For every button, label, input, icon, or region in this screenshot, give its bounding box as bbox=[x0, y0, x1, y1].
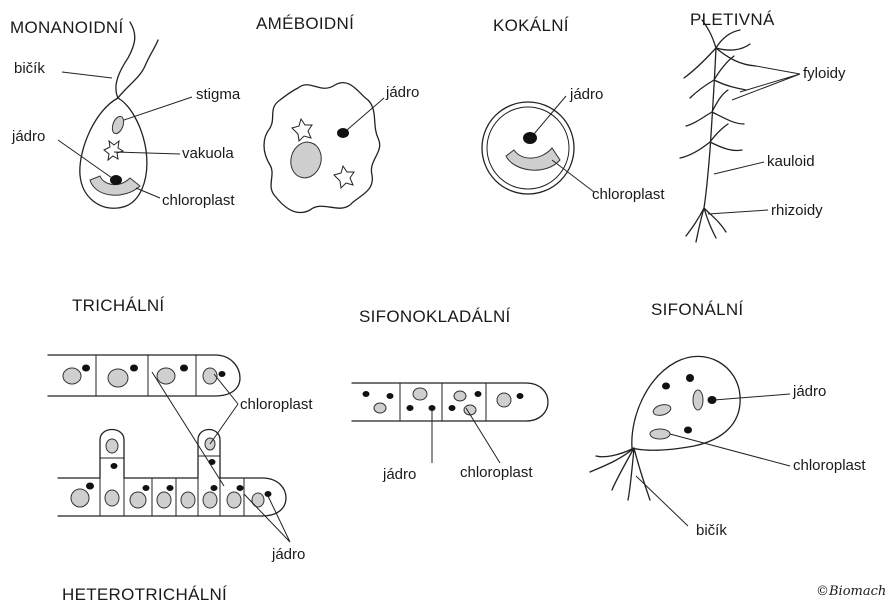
chloroplast-shape bbox=[506, 148, 560, 170]
copyright-signature: ©Biomach bbox=[816, 584, 886, 599]
label-ameboidni-jadro: jádro bbox=[386, 84, 419, 101]
ameboidni-cell bbox=[264, 83, 384, 213]
flagellum-2 bbox=[118, 40, 158, 98]
label-monanoidni-stigma: stigma bbox=[196, 86, 240, 103]
label-sifonalni-jadro: jádro bbox=[793, 383, 826, 400]
monanoidni-cell bbox=[58, 22, 192, 208]
label-sifonokladalni-jadro: jádro bbox=[383, 466, 416, 483]
label-kokalni-chloroplast: chloroplast bbox=[592, 186, 665, 203]
title-trichalni: TRICHÁLNÍ bbox=[72, 296, 164, 316]
label-pletivna-rhizoidy: rhizoidy bbox=[771, 202, 823, 219]
kokalni-cell bbox=[482, 96, 594, 194]
label-sifonokladalni-chloroplast: chloroplast bbox=[460, 464, 533, 481]
title-monanoidni: MONANOIDNÍ bbox=[10, 18, 124, 38]
vacuole-shape-2 bbox=[334, 166, 354, 188]
label-pletivna-fyloidy: fyloidy bbox=[803, 65, 846, 82]
title-kokalni: KOKÁLNÍ bbox=[493, 16, 569, 36]
vacuole-shape bbox=[292, 119, 312, 141]
title-pletivna: PLETIVNÁ bbox=[690, 10, 775, 30]
title-sifonokladalni: SIFONOKLADÁLNÍ bbox=[359, 307, 511, 327]
title-ameboidni: AMÉBOIDNÍ bbox=[256, 14, 354, 34]
label-monanoidni-vakuola: vakuola bbox=[182, 145, 234, 162]
label-pletivna-kauloid: kauloid bbox=[767, 153, 815, 170]
label-sifonalni-chloroplast: chloroplast bbox=[793, 457, 866, 474]
sifonokladalni-filament bbox=[352, 383, 548, 463]
label-monanoidni-chloroplast: chloroplast bbox=[162, 192, 235, 209]
nucleus-large bbox=[287, 139, 325, 182]
vacuole-shape bbox=[104, 141, 123, 160]
title-heterotrichalni: HETEROTRICHÁLNÍ bbox=[62, 585, 227, 605]
label-sifonalni-bicik: bičík bbox=[696, 522, 727, 539]
trichalni-filament bbox=[48, 355, 240, 396]
label-monanoidni-bicik: bičík bbox=[14, 60, 45, 77]
label-monanoidni-jadro: jádro bbox=[12, 128, 45, 145]
title-sifonalni: SIFONÁLNÍ bbox=[651, 300, 743, 320]
sifonalni-cell bbox=[590, 356, 790, 526]
label-trichalni-chloroplast: chloroplast bbox=[240, 396, 313, 413]
label-kokalni-jadro: jádro bbox=[570, 86, 603, 103]
stigma-shape bbox=[110, 115, 126, 135]
label-trichalni-jadro: jádro bbox=[272, 546, 305, 563]
nucleus-shape bbox=[523, 132, 537, 144]
nucleus-shape bbox=[110, 175, 122, 185]
